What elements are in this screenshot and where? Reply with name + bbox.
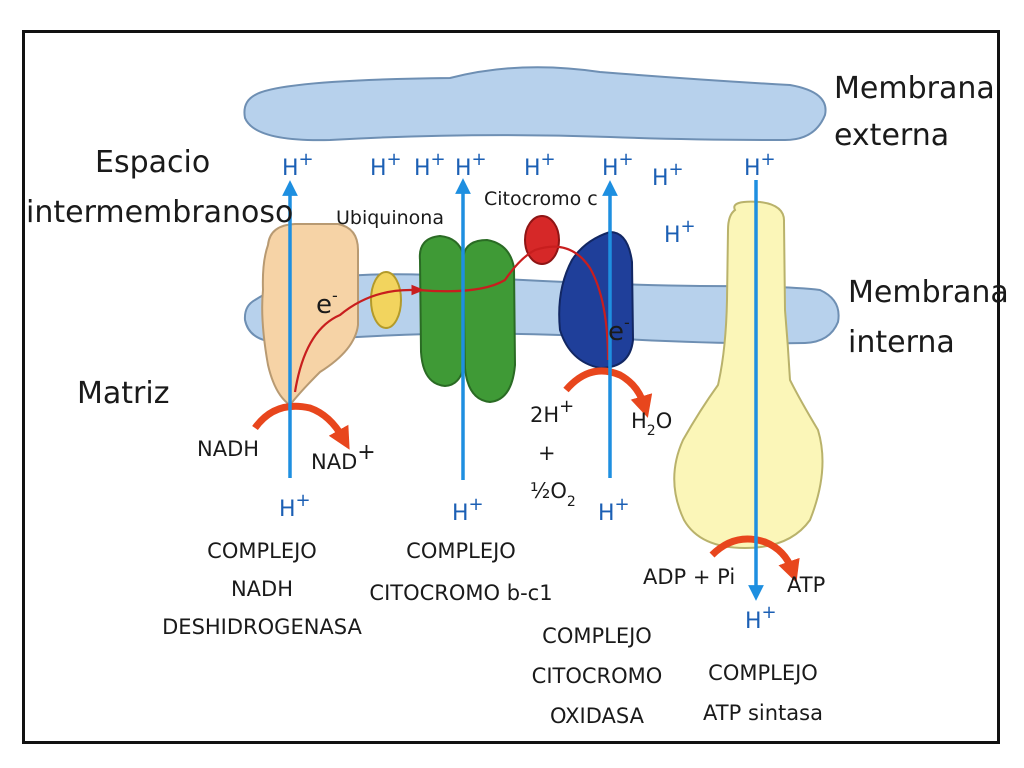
- half-oxygen-label: ½O2: [530, 479, 576, 510]
- electron-path: [293, 284, 425, 393]
- complex5-name-line1: COMPLEJO: [708, 661, 818, 685]
- complex-cytochrome-bc1-left: [418, 234, 468, 388]
- two-h-label: 2H+: [530, 396, 574, 427]
- cytochrome-c-molecule: [524, 215, 560, 265]
- complex-nadh-dehydrogenase: [261, 223, 359, 407]
- outer-membrane-label-1: Membrana: [834, 71, 995, 106]
- electron-label-complex1: e-: [316, 286, 338, 320]
- nadh-reaction-arrow: [252, 402, 350, 450]
- complex5-name-line2: ATP sintasa: [703, 701, 823, 725]
- complex1-name-line2: NADH: [231, 577, 293, 601]
- proton-label: H+: [744, 149, 776, 181]
- intermembrane-label-2: intermembranoso: [26, 195, 293, 230]
- atp-reaction-arrow: [709, 535, 800, 583]
- proton-label: H+: [664, 216, 696, 248]
- outer-membrane-label-2: externa: [834, 118, 949, 153]
- proton-label: H+: [524, 149, 556, 181]
- inner-membrane-label-2: interna: [848, 325, 955, 360]
- complex3-name-line2: CITOCROMO b-c1: [369, 581, 552, 605]
- complex1-name-line1: COMPLEJO: [207, 539, 317, 563]
- cytochrome-c-label: Citocromo c: [484, 188, 598, 210]
- complex3-name-line1: COMPLEJO: [406, 539, 516, 563]
- proton-label: H+: [455, 149, 487, 181]
- proton-label: H+: [745, 602, 777, 634]
- oxygen-reaction-arrow: [563, 367, 653, 418]
- proton-label: H+: [602, 149, 634, 181]
- matrix-label: Matriz: [77, 376, 169, 411]
- ubiquinone-label: Ubiquinona: [336, 207, 444, 229]
- proton-label: H+: [652, 159, 684, 191]
- nadh-label: NADH: [197, 437, 259, 461]
- complex4-name-line1: COMPLEJO: [542, 624, 652, 648]
- complex4-name-line3: OXIDASA: [550, 704, 645, 728]
- atp-label: ATP: [787, 573, 825, 597]
- proton-label: H+: [279, 490, 311, 522]
- water-label: H2O: [631, 409, 672, 439]
- complex-cytochrome-bc1-right: [461, 238, 517, 404]
- nad-label: NAD+: [311, 440, 376, 474]
- complex1-name-line3: DESHIDROGENASA: [162, 615, 362, 639]
- intermembrane-label-1: Espacio: [95, 145, 210, 180]
- inner-membrane-label-1: Membrana: [848, 275, 1009, 310]
- proton-label: H+: [452, 494, 484, 526]
- adp-pi-label: ADP + Pi: [643, 565, 735, 589]
- complex4-name-line2: CITOCROMO: [532, 664, 663, 688]
- proton-label: H+: [370, 149, 402, 181]
- proton-label: H+: [414, 149, 446, 181]
- proton-label: H+: [598, 494, 630, 526]
- atp-synthase-complex: [673, 200, 824, 550]
- outer-membrane: [243, 66, 827, 142]
- proton-label: H+: [282, 149, 314, 181]
- electron-label-complex4: e-: [608, 313, 630, 347]
- electron-path-2: [417, 245, 610, 361]
- plus-label: +: [538, 441, 556, 465]
- complex-cytochrome-oxidase: [558, 230, 635, 370]
- ubiquinone-molecule: [370, 271, 402, 329]
